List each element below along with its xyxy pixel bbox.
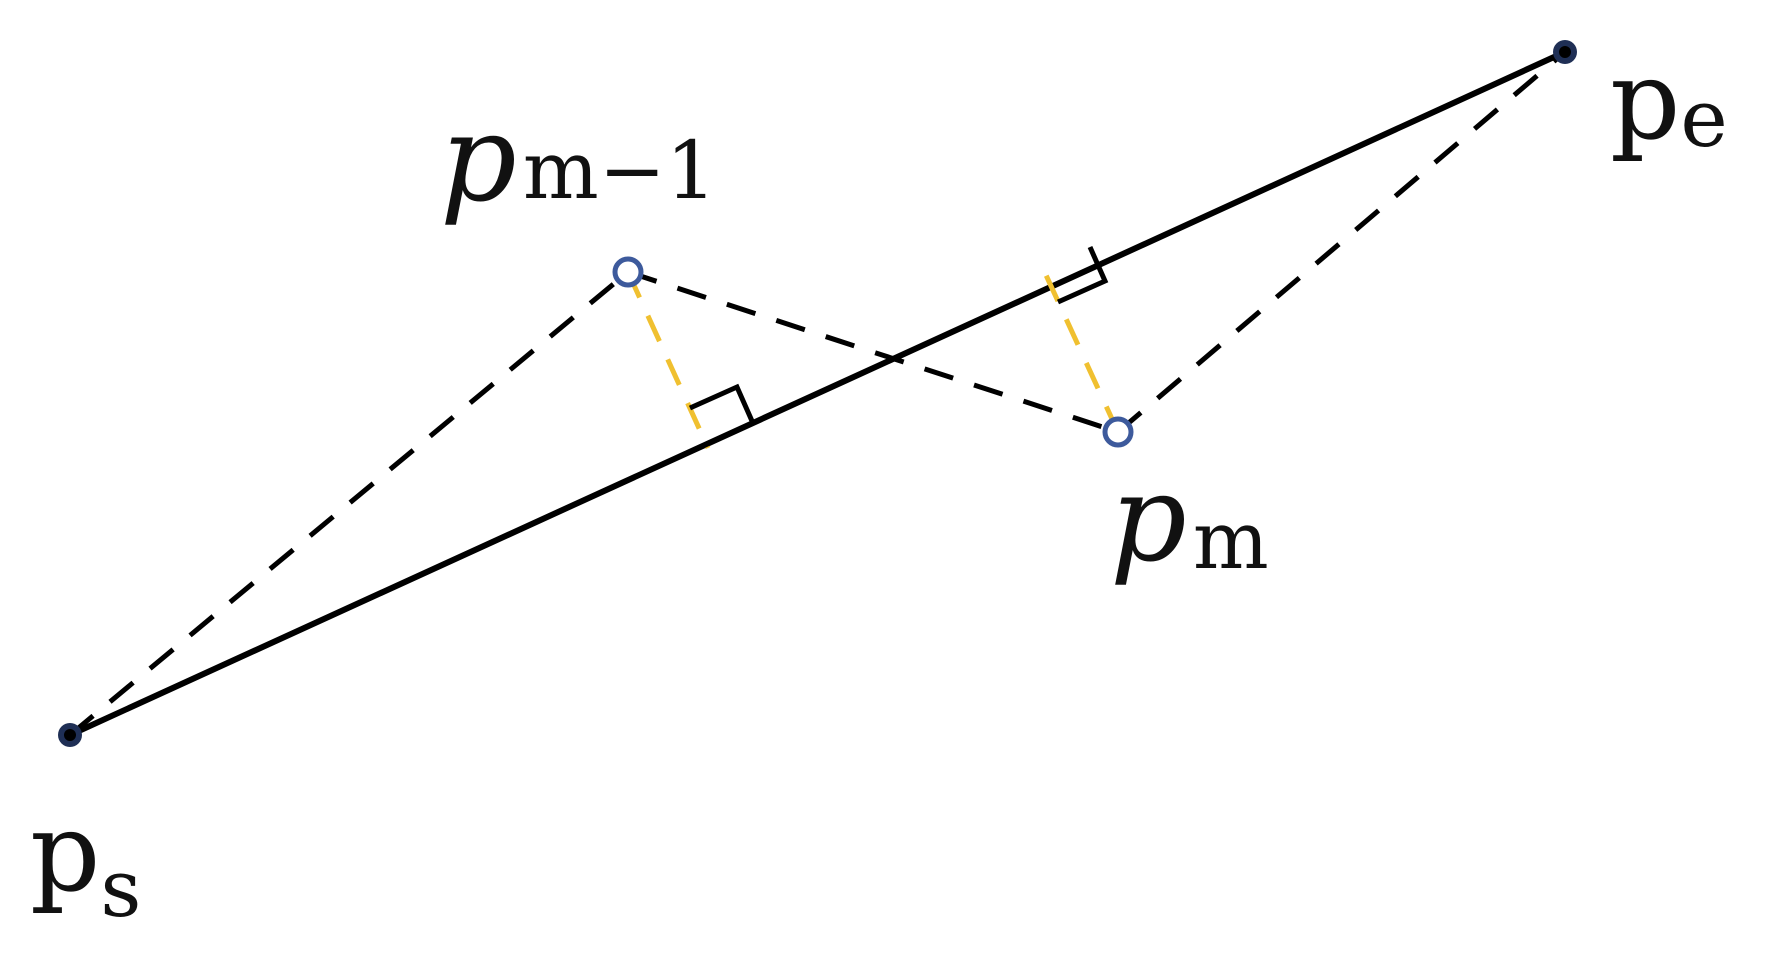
- right-angle-marker-pm1: [688, 383, 755, 423]
- label-ps-base: p: [30, 788, 100, 916]
- label-pm-sub: m: [1193, 494, 1269, 587]
- perpendicular-pm1: [625, 270, 711, 450]
- label-pe: pe: [1610, 36, 1728, 165]
- point-pm1: [612, 256, 644, 288]
- right-angle-marker-pm: [1056, 245, 1109, 305]
- dashed-pm-pe: [1116, 50, 1567, 434]
- label-pm1: pm−1: [440, 90, 717, 229]
- label-ps: ps: [30, 788, 141, 935]
- label-pe-base: p: [1610, 36, 1680, 164]
- label-pm1-base: p: [440, 90, 517, 229]
- dashed-pm1-pm: [627, 269, 1119, 435]
- perpendicular-pm: [1037, 260, 1121, 434]
- label-pm1-sub: m−1: [523, 124, 717, 217]
- point-pm: [1102, 416, 1134, 448]
- segment-ps-pe: [67, 49, 1568, 738]
- label-pm-base: p: [1110, 450, 1187, 589]
- dashed-ps-pm1: [68, 270, 630, 737]
- label-ps-sub: s: [100, 842, 141, 935]
- point-ps: [58, 723, 82, 747]
- label-pm: pm: [1110, 450, 1269, 589]
- label-pe-sub: e: [1680, 72, 1727, 165]
- point-pe: [1553, 40, 1577, 64]
